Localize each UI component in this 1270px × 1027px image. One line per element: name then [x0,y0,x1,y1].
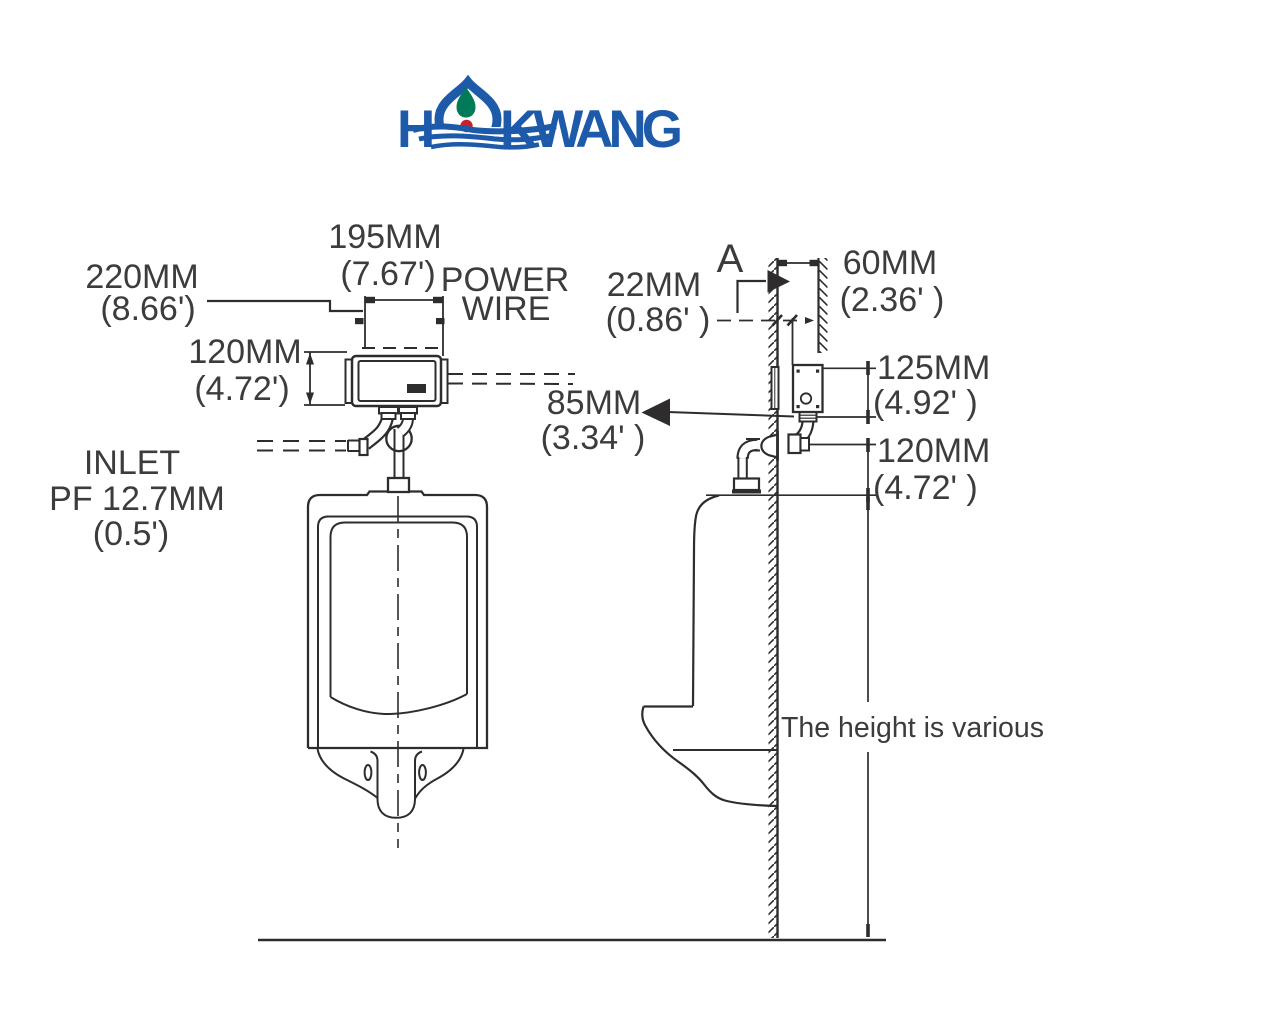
label-power: POWER [441,261,569,299]
label-section-a: A [717,237,744,281]
label-60mm-ft: (2.36' ) [840,281,945,319]
side-view: 60MM (2.36' ) A 22MM (0.86' ) [541,237,1044,938]
side-dim-22: 22MM (0.86' ) [606,266,814,339]
front-dim-120: 120MM (4.72') [188,333,347,408]
label-inlet: INLET [84,444,180,482]
inlet-dashes [257,440,346,452]
front-view: 195MM (7.67') 220MM (8.66') POWER WIRE [49,218,575,848]
front-piping [347,406,418,478]
side-dim-125: 125MM (4.92' ) [817,349,990,424]
label-inlet-ft: (0.5') [93,515,169,553]
label-195mm-ft: (7.67') [340,255,435,293]
label-220mm: 220MM [85,258,198,296]
section-arrow-a: A [717,237,790,313]
power-wire-dashes [447,373,575,385]
height-dimension: The height is various [781,497,1044,937]
logo-green-droplet-icon [456,87,476,118]
left-arrow-icon [641,398,670,426]
side-dim-85: 85MM (3.34' ) [541,384,795,457]
label-220mm-ft: (8.66') [100,290,195,328]
section-arrow-icon [767,270,790,293]
label-85mm: 85MM [547,384,641,422]
label-120mm-side: 120MM [877,432,990,470]
flush-valve-side [732,363,824,494]
sensor-window-icon [407,384,426,393]
inlet-spud-side [732,477,761,492]
label-height-note: The height is various [781,712,1044,744]
hokwang-logo: H KWANG [397,74,683,159]
label-120mm-front-ft: (4.72') [194,370,289,408]
urinal-side [641,494,778,808]
label-wire: WIRE [462,290,551,328]
label-60mm: 60MM [843,244,937,282]
escutcheon-icon [760,433,779,459]
label-120mm-front: 120MM [188,333,301,371]
label-195mm: 195MM [328,218,441,256]
label-inlet-size: PF 12.7MM [49,480,225,518]
label-120mm-side-ft: (4.72' ) [873,469,978,507]
wall-section [768,258,828,938]
side-dim-120: 120MM (4.72' ) [706,432,990,507]
label-125mm: 125MM [877,349,990,387]
label-22mm-ft: (0.86' ) [606,301,711,339]
front-dim-195: 195MM (7.67') [328,218,444,356]
flush-valve-front [344,354,449,408]
label-125mm-ft: (4.92' ) [873,384,978,422]
inlet-spud-front [386,476,411,494]
logo-text-kwang: KWANG [500,100,683,159]
urinal-front [306,476,489,848]
front-dim-220: 220MM (8.66') [85,258,445,328]
label-22mm: 22MM [607,266,701,304]
valve-outlet-fitting [798,411,818,423]
logo-waves-icon [412,123,557,150]
side-dim-60: 60MM (2.36' ) [777,244,944,319]
label-85mm-ft: (3.34' ) [541,419,646,457]
